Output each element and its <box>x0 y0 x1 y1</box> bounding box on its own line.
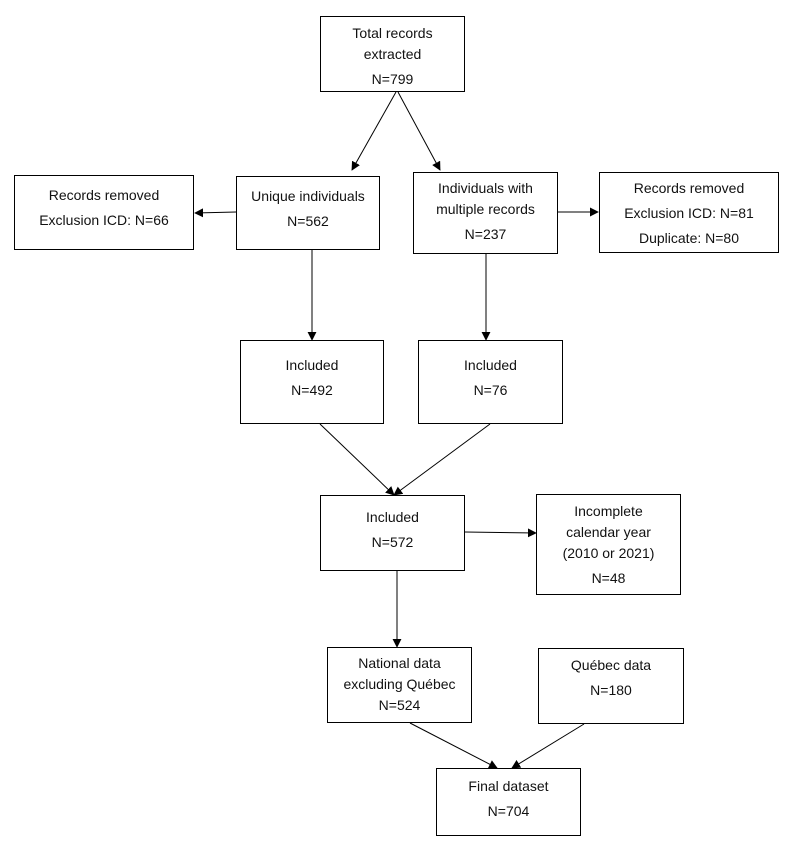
final-dataset-label: Final dataset <box>468 778 549 794</box>
included-left-box: Included N=492 <box>240 340 384 424</box>
records-removed-right-box: Records removed Exclusion ICD: N=81 Dupl… <box>599 172 779 253</box>
records-removed-left-detail: Exclusion ICD: N=66 <box>39 212 169 228</box>
quebec-data-box: Québec data N=180 <box>538 648 684 724</box>
national-data-box: National data excluding Québec N=524 <box>327 647 472 723</box>
arrow-unique-to-removed <box>194 208 237 218</box>
arrow-left-to-mid <box>319 423 395 496</box>
included-right-box: Included N=76 <box>418 340 563 424</box>
included-mid-label: Included <box>366 509 419 525</box>
incomplete-year-box: Incomplete calendar year (2010 or 2021) … <box>536 494 681 595</box>
unique-individuals-count: N=562 <box>287 213 329 229</box>
multiple-records-box: Individuals with multiple records N=237 <box>413 172 558 254</box>
incomplete-year-line2: calendar year <box>566 524 651 540</box>
arrow-total-to-multiple <box>397 91 441 171</box>
records-removed-left-label: Records removed <box>48 187 160 203</box>
arrow-total-to-unique <box>351 91 397 171</box>
final-dataset-box: Final dataset N=704 <box>436 768 581 836</box>
multiple-records-count: N=237 <box>464 226 507 242</box>
included-mid-box: Included N=572 <box>320 495 465 571</box>
unique-individuals-box: Unique individuals N=562 <box>236 176 380 250</box>
quebec-data-label: Québec data <box>570 657 652 673</box>
arrow-right-to-mid <box>393 423 491 496</box>
arrow-quebec-to-final <box>511 723 585 769</box>
included-mid-count: N=572 <box>371 534 414 550</box>
final-dataset-count: N=704 <box>487 803 530 819</box>
records-removed-right-detail1: Exclusion ICD: N=81 <box>624 205 754 221</box>
included-left-label: Included <box>285 357 339 373</box>
total-records-line1: Total records <box>352 25 433 41</box>
total-records-line2: extracted <box>363 46 422 62</box>
quebec-data-count: N=180 <box>590 682 632 698</box>
total-records-count: N=799 <box>371 71 414 87</box>
total-records-box: Total records extracted N=799 <box>320 16 465 92</box>
records-removed-right-detail2: Duplicate: N=80 <box>638 230 739 246</box>
multiple-records-line2: multiple records <box>436 201 535 217</box>
multiple-records-line1: Individuals with <box>438 180 533 196</box>
included-right-label: Included <box>464 357 517 373</box>
arrow-national-to-final <box>409 722 498 769</box>
records-removed-left-box: Records removed Exclusion ICD: N=66 <box>14 175 194 250</box>
unique-individuals-label: Unique individuals <box>251 188 365 204</box>
incomplete-year-line1: Incomplete <box>574 503 643 519</box>
national-data-count: N=524 <box>378 697 421 713</box>
records-removed-right-label: Records removed <box>633 180 745 196</box>
included-left-count: N=492 <box>291 382 333 398</box>
national-data-line1: National data <box>358 655 441 671</box>
incomplete-year-line3: (2010 or 2021) <box>562 545 655 561</box>
incomplete-year-count: N=48 <box>591 570 626 586</box>
arrow-mid-to-incomplete <box>464 528 537 538</box>
national-data-line2: excluding Québec <box>343 676 456 692</box>
included-right-count: N=76 <box>473 382 508 398</box>
